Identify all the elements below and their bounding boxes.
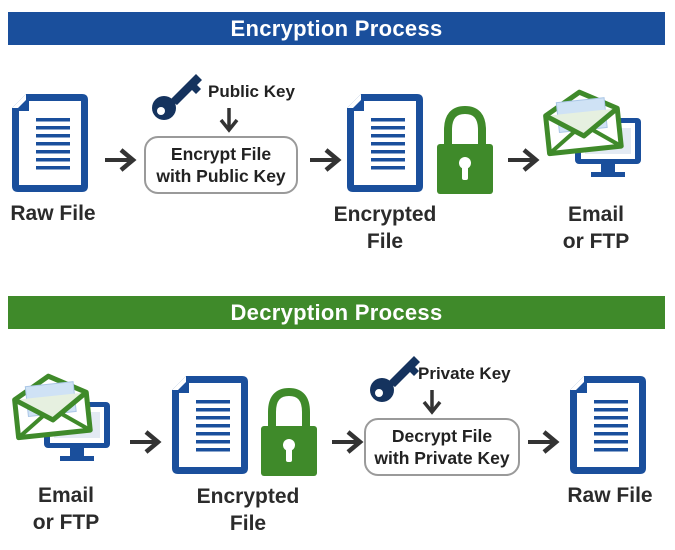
arrow-right-icon [130, 442, 162, 466]
decrypt-process-line1: Decrypt File [391, 426, 493, 446]
email-ftp-label: Email or FTP [18, 482, 114, 536]
arrow-down-icon [422, 388, 442, 414]
arrow-right-icon [105, 160, 137, 184]
email-ftp-line2: or FTP [32, 511, 100, 534]
encrypted-file-line1: Encrypted [333, 203, 437, 226]
encrypt-process-box: Encrypt File with Public Key [144, 136, 298, 194]
key-icon [370, 356, 420, 402]
padlock-icon [437, 106, 495, 196]
key-icon [152, 74, 202, 120]
arrow-right-icon [310, 160, 342, 184]
email-computer-icon [545, 92, 645, 182]
raw-file-label: Raw File [567, 484, 653, 507]
email-ftp-line1: Email [567, 203, 625, 226]
encrypted-document-icon [172, 376, 248, 474]
encrypt-process-line1: Encrypt File [170, 144, 272, 164]
encrypt-process-line2: with Public Key [156, 166, 286, 186]
raw-file-label: Raw File [10, 202, 96, 225]
encrypted-file-line1: Encrypted [196, 485, 300, 508]
encryption-banner: Encryption Process [8, 12, 665, 45]
encrypted-document-icon [347, 94, 423, 192]
document-icon [570, 376, 646, 474]
email-ftp-line2: or FTP [562, 230, 630, 253]
encrypted-file-label: Encrypted File [325, 201, 445, 255]
decryption-banner: Decryption Process [8, 296, 665, 329]
encrypted-file-line2: File [229, 512, 267, 535]
encrypted-file-line2: File [366, 230, 404, 253]
public-key-label: Public Key [208, 82, 295, 101]
arrow-right-icon [508, 160, 540, 184]
arrow-right-icon [332, 442, 364, 466]
arrow-down-icon [219, 106, 239, 132]
email-ftp-line1: Email [37, 484, 95, 507]
private-key-label: Private Key [418, 364, 511, 383]
encrypted-file-label: Encrypted File [188, 483, 308, 537]
document-icon [12, 94, 88, 192]
encryption-title: Encryption Process [230, 16, 443, 41]
padlock-icon [261, 388, 319, 478]
arrow-right-icon [528, 442, 560, 466]
decryption-title: Decryption Process [230, 300, 443, 325]
decrypt-process-box: Decrypt File with Private Key [364, 418, 520, 476]
decrypt-process-line2: with Private Key [374, 448, 510, 468]
email-ftp-label: Email or FTP [548, 201, 644, 255]
email-computer-icon [14, 376, 114, 466]
